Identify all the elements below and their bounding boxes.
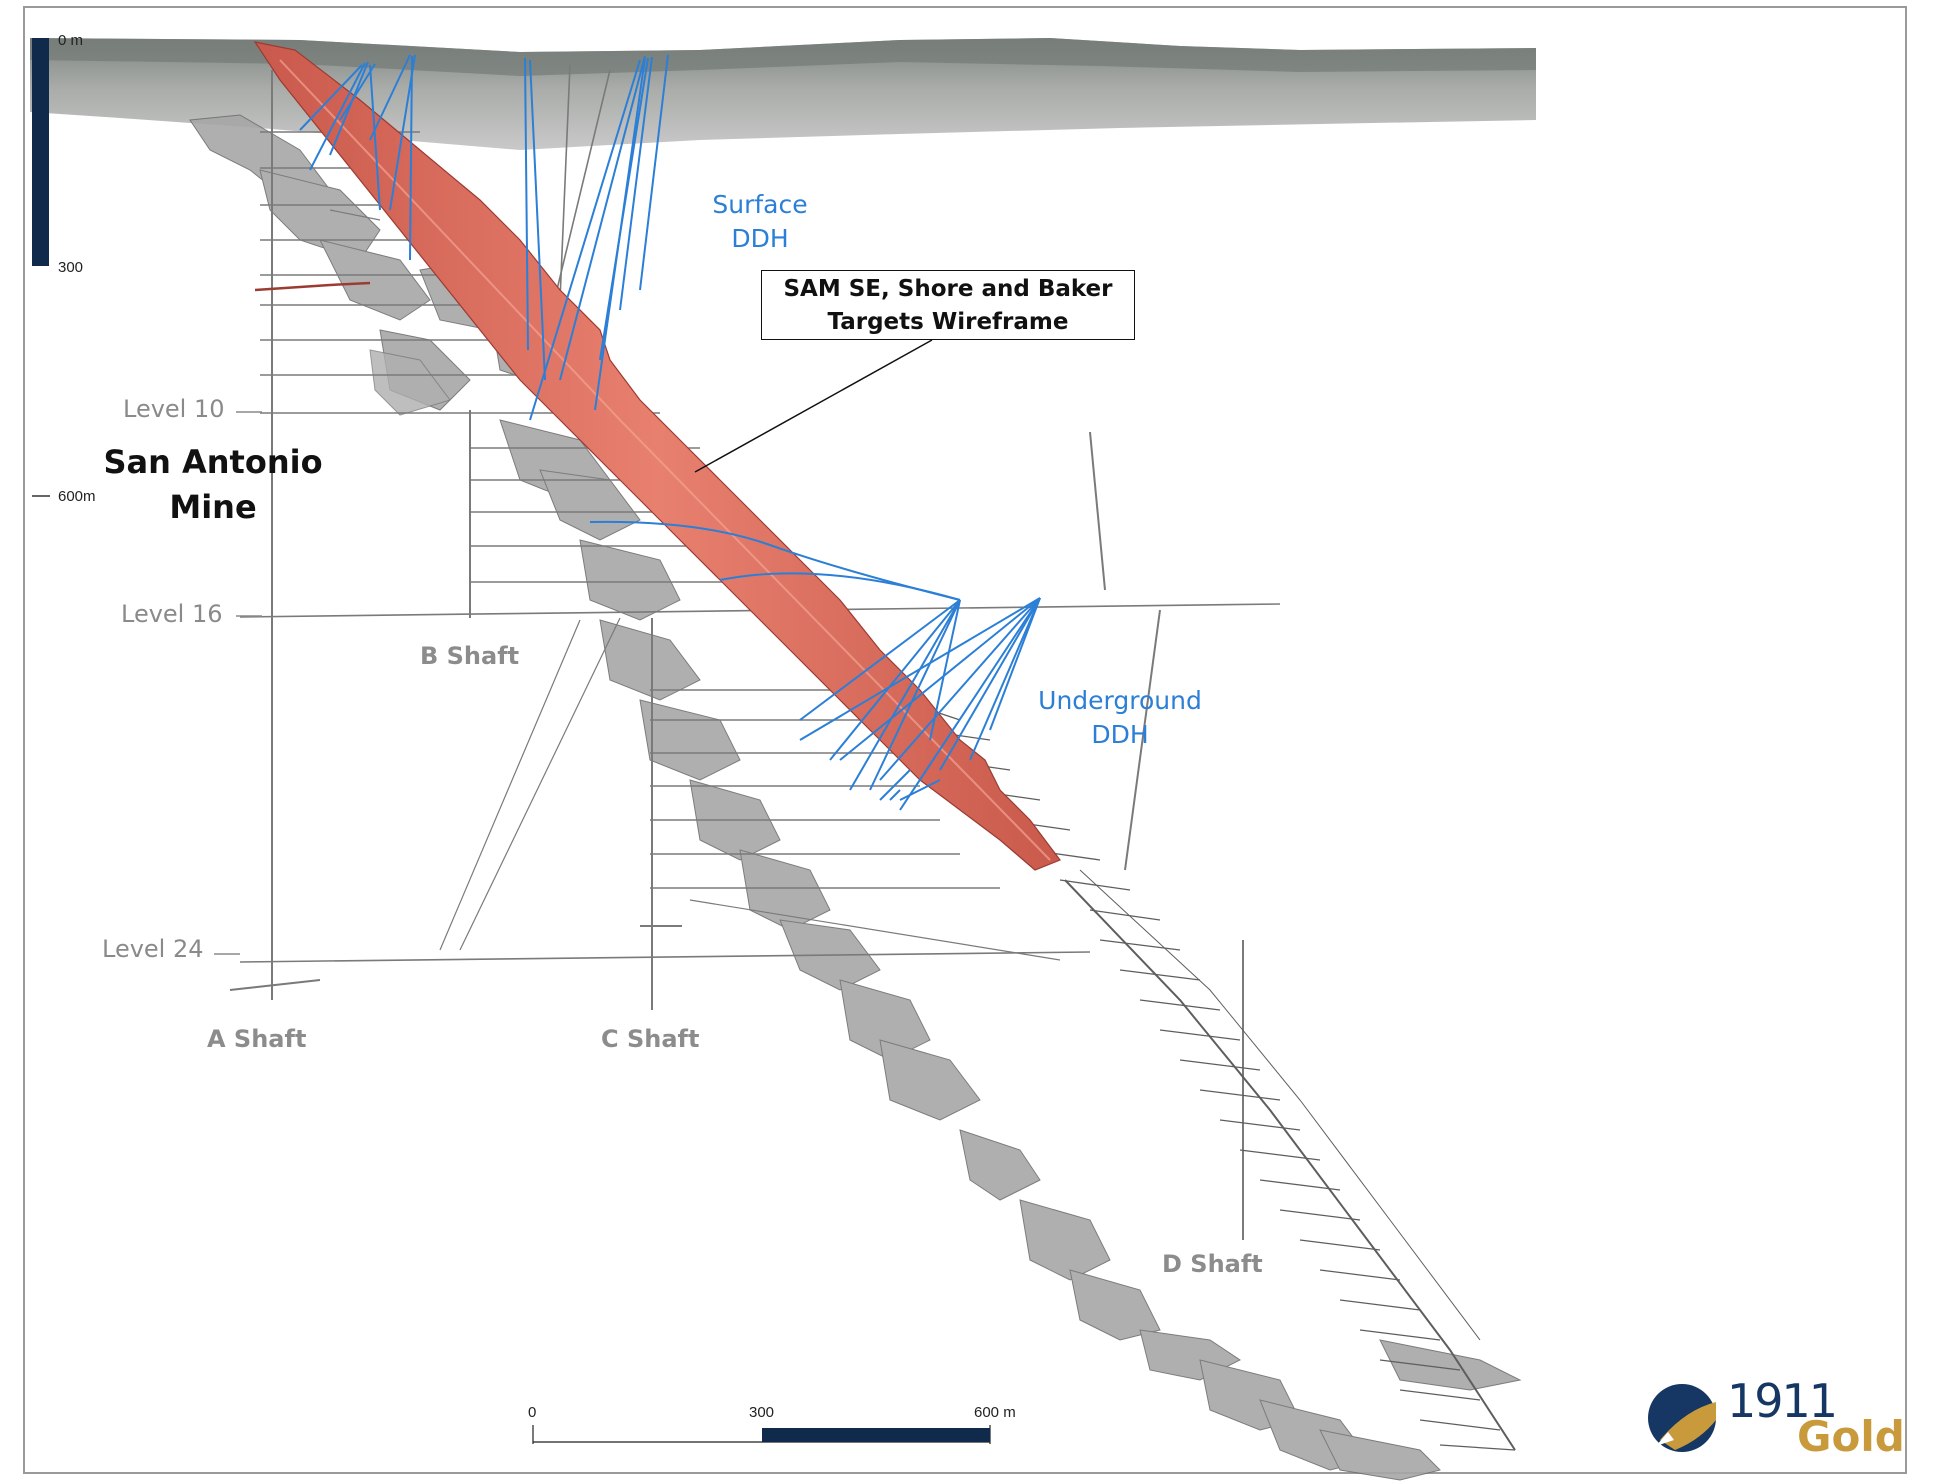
figure-frame: [23, 6, 1907, 1474]
surface-ddh-line2: DDH: [731, 224, 789, 253]
logo-number: 1911: [1727, 1374, 1838, 1428]
callout-line1: SAM SE, Shore and Baker: [783, 276, 1113, 302]
depth-scale-bottom-label: 600m: [58, 488, 96, 505]
level-16-label: Level 16: [121, 600, 223, 628]
topographic-surface: [30, 38, 1536, 150]
mine-workings: [189, 114, 1522, 1481]
shafts: [229, 64, 1244, 1240]
horizontal-scale-bar: [532, 1425, 991, 1444]
hscale-end-label: 600 m: [974, 1404, 1016, 1421]
hscale-mid-label: 300: [749, 1404, 775, 1421]
a-shaft-label: A Shaft: [207, 1025, 307, 1053]
underground-ddh-line2: DDH: [1091, 720, 1149, 749]
underground-ddh-label: Underground DDH: [1025, 684, 1215, 752]
wireframe-callout-box: SAM SE, Shore and Baker Targets Wirefram…: [761, 270, 1135, 340]
company-logo-mark: [1648, 1384, 1716, 1452]
level-ticks: [214, 411, 262, 955]
c-shaft-label: C Shaft: [601, 1025, 700, 1053]
surface-drill-holes: [299, 54, 669, 421]
mine-title-line2: Mine: [169, 488, 257, 526]
logo-word: Gold: [1797, 1412, 1905, 1461]
mine-title: San Antonio Mine: [98, 440, 328, 530]
b-shaft-label: B Shaft: [420, 642, 520, 670]
depth-scale-top-label: 0 m: [58, 32, 84, 49]
level-10-label: Level 10: [123, 395, 225, 423]
underground-ddh-line1: Underground: [1038, 686, 1202, 715]
underground-drill-holes: [589, 520, 1041, 811]
depth-scale-bar: [32, 38, 50, 497]
mine-title-line1: San Antonio: [103, 443, 323, 481]
hscale-start-label: 0: [528, 1404, 537, 1421]
callout-line2: Targets Wireframe: [827, 309, 1069, 335]
surface-ddh-label: Surface DDH: [700, 188, 820, 256]
level-24-label: Level 24: [102, 935, 204, 963]
depth-scale-mid-label: 300: [58, 259, 84, 276]
callout-leader-line: [694, 339, 933, 473]
d-shaft-label: D Shaft: [1162, 1250, 1263, 1278]
surface-ddh-line1: Surface: [712, 190, 808, 219]
